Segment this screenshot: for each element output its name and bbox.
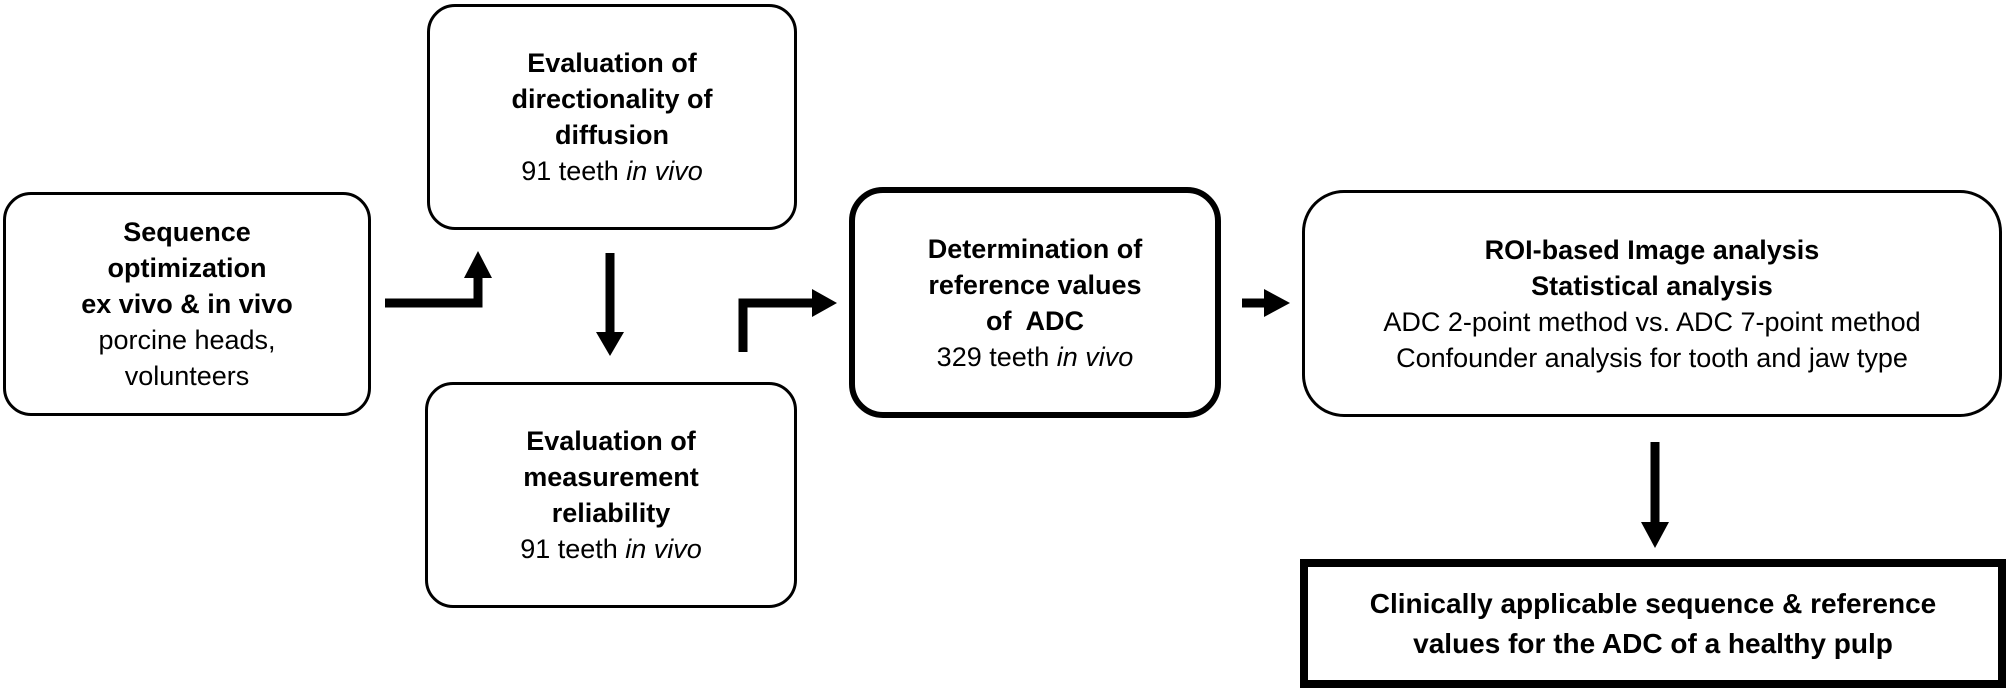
box-title-line: Statistical analysis xyxy=(1531,270,1773,301)
box-title-line: Evaluation of xyxy=(527,48,697,78)
box-title-line: Determination of xyxy=(927,233,1143,264)
box-evaluation-directionality: Evaluation of directionality of diffusio… xyxy=(427,4,797,230)
box-evaluation-reliability: Evaluation of measurement reliability 91… xyxy=(425,382,797,608)
box-conclusion: Clinically applicable sequence & referen… xyxy=(1300,559,2006,688)
sample-latin: in vivo xyxy=(626,156,703,186)
arrow-sequence-to-directionality xyxy=(385,251,492,308)
box-title-line: measurement xyxy=(523,462,699,492)
box-title-line: reference values xyxy=(928,269,1142,300)
box-title-line: ex vivo & in vivo xyxy=(81,289,293,319)
sample-count: 91 teeth xyxy=(520,534,626,564)
sample-count: 91 teeth xyxy=(521,156,627,186)
box-title-line: ROI-based Image analysis xyxy=(1484,234,1820,265)
arrow-roi-to-conclusion xyxy=(1641,442,1669,548)
box-subtitle-line: volunteers xyxy=(124,361,250,391)
box-determination-adc: Determination of reference values of ADC… xyxy=(849,187,1221,418)
sample-latin: in vivo xyxy=(625,534,702,564)
box-subtitle-line: Confounder analysis for tooth and jaw ty… xyxy=(1396,342,1908,373)
arrow-determination-to-roi xyxy=(1242,289,1290,317)
box-title-line: of ADC xyxy=(986,305,1084,336)
box-title-line: Clinically applicable sequence & referen… xyxy=(1369,587,1937,619)
arrow-directionality-to-reliability xyxy=(596,253,624,356)
box-sample-line: 329 teeth in vivo xyxy=(937,339,1134,375)
box-title-line: directionality of xyxy=(511,84,713,114)
box-title-line: Evaluation of xyxy=(526,426,696,456)
sample-count: 329 teeth xyxy=(936,341,1057,372)
sample-latin: in vivo xyxy=(1056,341,1134,372)
box-sample-line: 91 teeth in vivo xyxy=(520,531,702,567)
box-sequence-optimization: Sequence optimization ex vivo & in vivo … xyxy=(3,192,371,416)
box-title-line: values for the ADC of a healthy pulp xyxy=(1413,627,1893,659)
box-sample-line: 91 teeth in vivo xyxy=(521,153,703,189)
arrow-evaluations-to-determination xyxy=(738,289,837,352)
box-roi-statistical-analysis: ROI-based Image analysis Statistical ana… xyxy=(1302,190,2002,417)
box-title-line: optimization xyxy=(107,253,267,283)
box-subtitle-line: porcine heads, xyxy=(98,325,276,355)
box-subtitle-line: ADC 2-point method vs. ADC 7-point metho… xyxy=(1383,306,1921,337)
box-title-line: reliability xyxy=(551,498,671,528)
box-title-line: Sequence xyxy=(123,217,251,247)
box-title-line: diffusion xyxy=(555,120,669,150)
